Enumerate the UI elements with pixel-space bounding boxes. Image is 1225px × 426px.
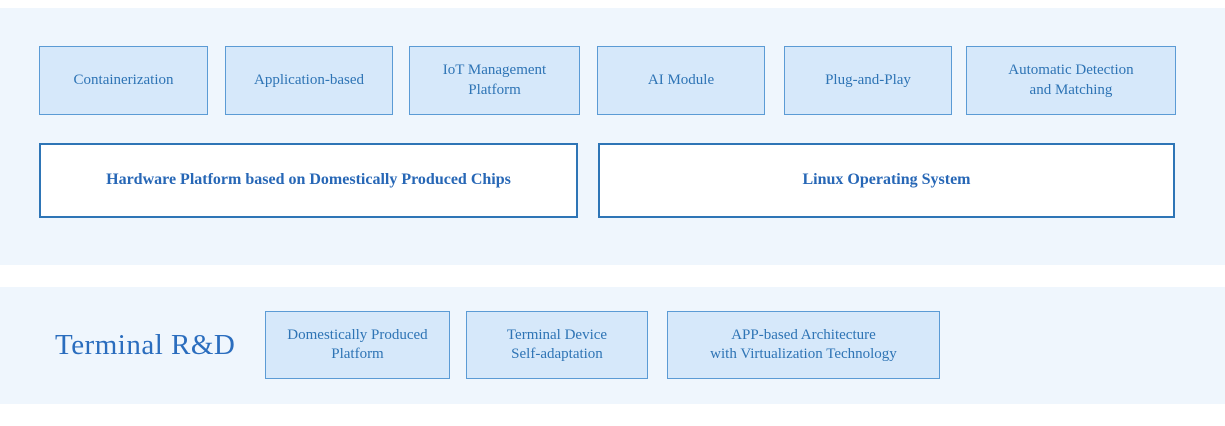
- feature-box-label: AI Module: [647, 71, 715, 88]
- panel-box-label: Hardware Platform based on Domestically …: [106, 171, 511, 189]
- panel-box-label: Linux Operating System: [802, 171, 971, 189]
- feature-box-iot-management-platform: IoT Management Platform: [409, 46, 580, 115]
- feature-box-containerization: Containerization: [39, 46, 208, 115]
- panel-box-linux-operating-system: Linux Operating System: [598, 143, 1175, 218]
- feature-box-label: APP-based Architecture with Virtualizati…: [710, 326, 897, 363]
- terminal-rd-title: Terminal R&D: [55, 329, 236, 361]
- feature-box-label: Domestically Produced Platform: [287, 326, 428, 363]
- feature-box-label: Terminal Device Self-adaptation: [506, 326, 608, 363]
- platform-layer-band: Containerization Application-based IoT M…: [0, 8, 1225, 265]
- feature-box-label: IoT Management Platform: [442, 62, 547, 98]
- feature-box-domestically-produced-platform: Domestically Produced Platform: [265, 311, 450, 379]
- feature-box-label: Containerization: [73, 71, 174, 88]
- feature-box-label: Automatic Detection and Matching: [1008, 62, 1134, 98]
- feature-box-label: Plug-and-Play: [825, 71, 911, 88]
- feature-box-ai-module: AI Module: [597, 46, 765, 115]
- panel-box-hardware-platform: Hardware Platform based on Domestically …: [39, 143, 578, 218]
- feature-box-terminal-device-self-adaptation: Terminal Device Self-adaptation: [466, 311, 648, 379]
- feature-box-label: Application-based: [254, 71, 364, 88]
- feature-box-application-based: Application-based: [225, 46, 393, 115]
- feature-box-automatic-detection-and-matching: Automatic Detection and Matching: [966, 46, 1176, 115]
- terminal-rd-band: Terminal R&D Domestically Produced Platf…: [0, 287, 1225, 404]
- feature-box-app-based-architecture: APP-based Architecture with Virtualizati…: [667, 311, 940, 379]
- feature-box-plug-and-play: Plug-and-Play: [784, 46, 952, 115]
